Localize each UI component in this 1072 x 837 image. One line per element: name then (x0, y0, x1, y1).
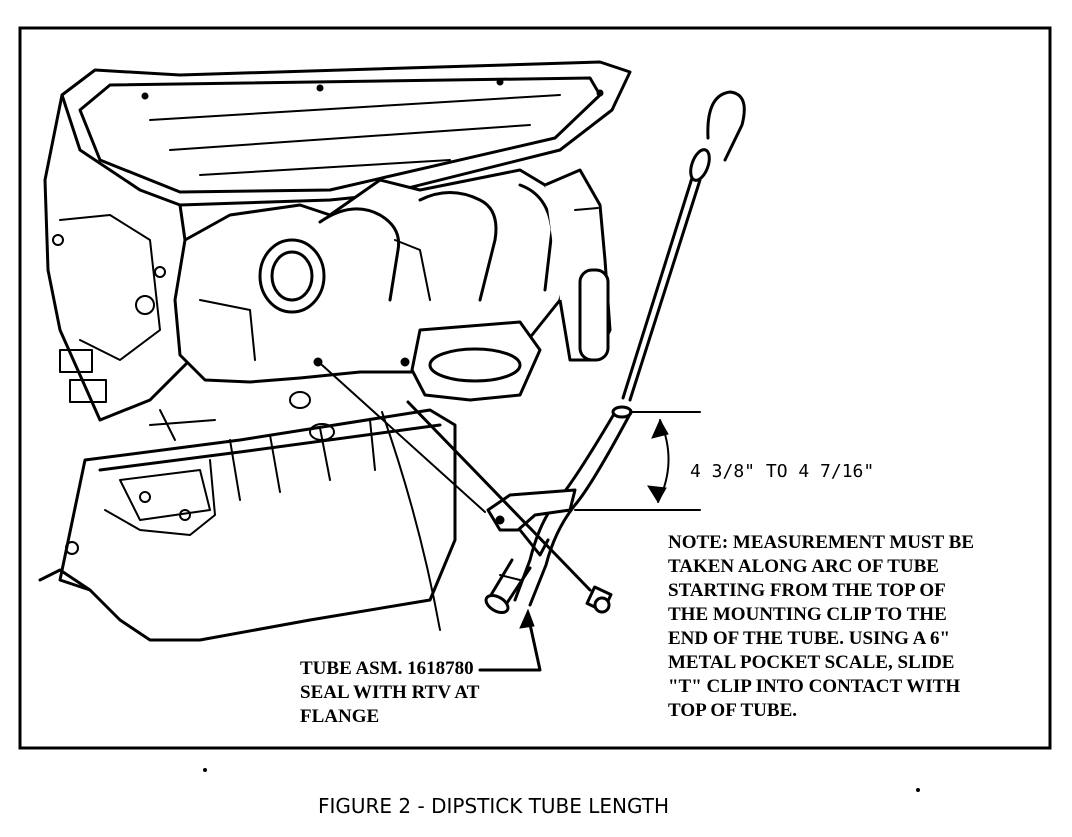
note-line: THE MOUNTING CLIP TO THE (668, 604, 947, 625)
engine-block-illustration (38, 60, 632, 642)
note-line: TOP OF TUBE. (668, 700, 797, 721)
note-line: TAKEN ALONG ARC OF TUBE (668, 556, 939, 577)
tube-route-line (381, 411, 441, 631)
note-line: METAL POCKET SCALE, SLIDE (668, 652, 954, 673)
measurement-note: NOTE: MEASUREMENT MUST BE TAKEN ALONG AR… (668, 532, 974, 721)
callout-line: SEAL WITH RTV AT (300, 682, 480, 703)
bolt-leader-line (321, 364, 486, 513)
figure-frame (18, 26, 1052, 750)
tube-callout: TUBE ASM. 1618780 SEAL WITH RTV AT FLANG… (300, 608, 542, 727)
dimension-label: 4 3/8" TO 4 7/16" (690, 461, 874, 482)
note-line: "T" CLIP INTO CONTACT WITH (668, 676, 960, 697)
callout-line: TUBE ASM. 1618780 (300, 658, 474, 679)
note-line: NOTE: MEASUREMENT MUST BE (668, 532, 974, 553)
mounting-clip (486, 488, 577, 557)
scan-speck (916, 788, 920, 792)
dipstick-handle (706, 90, 746, 162)
callout-leader (478, 613, 542, 672)
note-line: STARTING FROM THE TOP OF (668, 580, 946, 601)
dipstick-rod (628, 178, 702, 402)
clip-bolt (406, 400, 613, 614)
scan-speck (203, 768, 207, 772)
callout-line: FLANGE (300, 706, 379, 727)
figure-caption: FIGURE 2 - DIPSTICK TUBE LENGTH (318, 794, 669, 818)
note-line: END OF THE TUBE. USING A 6" (668, 628, 950, 649)
dimension-annotation: 4 3/8" TO 4 7/16" (574, 411, 874, 511)
